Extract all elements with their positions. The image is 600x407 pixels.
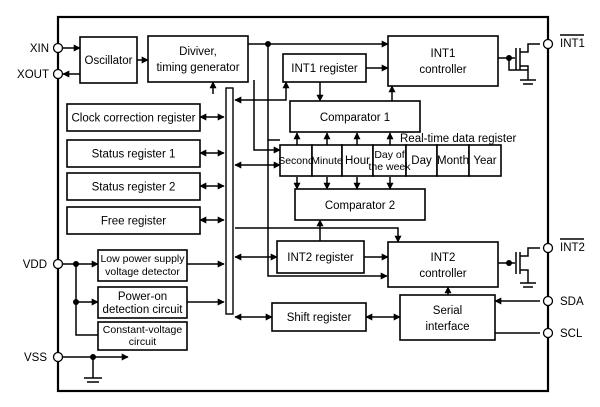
pin-scl	[542, 327, 554, 339]
svg-text:Diviver,: Diviver,	[179, 46, 217, 58]
pin-int2	[542, 242, 554, 254]
svg-text:Comparator 2: Comparator 2	[325, 200, 395, 212]
int2-pin-label: INT2	[560, 242, 585, 254]
svg-text:INT1 register: INT1 register	[291, 63, 358, 75]
svg-text:XIN: XIN	[30, 43, 49, 55]
pin-vdd	[52, 258, 64, 270]
clock-correction-register: Clock correction register	[66, 103, 201, 132]
svg-text:Shift register: Shift register	[287, 312, 352, 324]
svg-text:INT2 register: INT2 register	[287, 252, 354, 264]
realtime-data-register: Second Minute Hour Day of the week Day M…	[278, 144, 502, 177]
svg-text:VSS: VSS	[24, 352, 47, 364]
cell-day-of-week: Day of	[374, 149, 404, 161]
oscillator-block: Oscillator	[79, 36, 138, 84]
svg-text:circuit: circuit	[129, 336, 157, 348]
low-power-voltage-detector: Low power supply voltage detector	[97, 249, 188, 282]
svg-text:Free register: Free register	[101, 216, 166, 228]
pin-int1	[542, 38, 554, 50]
free-register: Free register	[66, 206, 201, 235]
serial-interface: Serial interface	[399, 294, 496, 341]
int1-register: INT1 register	[282, 53, 367, 83]
svg-text:controller: controller	[419, 64, 466, 76]
pin-xin	[52, 42, 64, 54]
constant-voltage-circuit: Constant-voltage circuit	[97, 321, 188, 351]
svg-text:Low power supply: Low power supply	[100, 253, 185, 265]
svg-text:Constant-voltage: Constant-voltage	[103, 324, 183, 336]
comparator-2: Comparator 2	[294, 188, 426, 221]
pins: XIN XOUT VDD VSS INT1 INT2 SDA SCL	[17, 34, 585, 364]
cell-second: Second	[278, 155, 314, 167]
pin-vss	[52, 351, 64, 363]
int1-controller: INT1 controller	[387, 35, 499, 87]
cell-hour: Hour	[345, 155, 370, 167]
svg-text:INT1: INT1	[431, 48, 456, 60]
svg-text:timing generator: timing generator	[156, 62, 239, 74]
svg-text:Status register 1: Status register 1	[92, 149, 176, 161]
int1-pin-label: INT1	[560, 38, 585, 50]
comparator-1: Comparator 1	[289, 100, 421, 133]
power-on-detection-circuit: Power-on detection circuit	[97, 286, 188, 319]
oscillator-label: Oscillator	[85, 55, 133, 67]
status-register-2: Status register 2	[66, 172, 201, 201]
svg-text:SCL: SCL	[560, 328, 583, 340]
svg-text:interface: interface	[425, 321, 469, 333]
chip-outline	[56, 15, 550, 393]
svg-text:Serial: Serial	[433, 305, 462, 317]
status-register-1: Status register 1	[66, 139, 201, 168]
int2-controller: INT2 controller	[387, 241, 499, 288]
svg-text:Comparator 1: Comparator 1	[320, 112, 390, 124]
svg-text:SDA: SDA	[560, 296, 584, 308]
svg-text:Clock correction register: Clock correction register	[72, 113, 196, 125]
pin-xout	[52, 68, 64, 80]
svg-text:voltage detector: voltage detector	[105, 266, 180, 278]
realtime-register-label: Real-time data register	[400, 133, 516, 145]
svg-text:the week: the week	[368, 161, 411, 173]
svg-text:INT2: INT2	[431, 252, 456, 264]
divider-block: Diviver, timing generator	[147, 35, 249, 83]
svg-text:VDD: VDD	[23, 259, 47, 271]
pin-sda	[542, 295, 554, 307]
cell-month: Month	[437, 155, 469, 167]
cell-year: Year	[473, 155, 496, 167]
cell-minute: Minute	[311, 155, 343, 167]
svg-text:detection circuit: detection circuit	[103, 304, 184, 316]
svg-text:Power-on: Power-on	[118, 291, 167, 303]
svg-text:controller: controller	[419, 268, 466, 280]
shift-register: Shift register	[271, 302, 367, 332]
cell-day: Day	[411, 155, 432, 167]
svg-text:XOUT: XOUT	[17, 69, 49, 81]
svg-text:Status register 2: Status register 2	[92, 182, 176, 194]
wires	[62, 40, 540, 383]
int2-register: INT2 register	[276, 240, 365, 274]
